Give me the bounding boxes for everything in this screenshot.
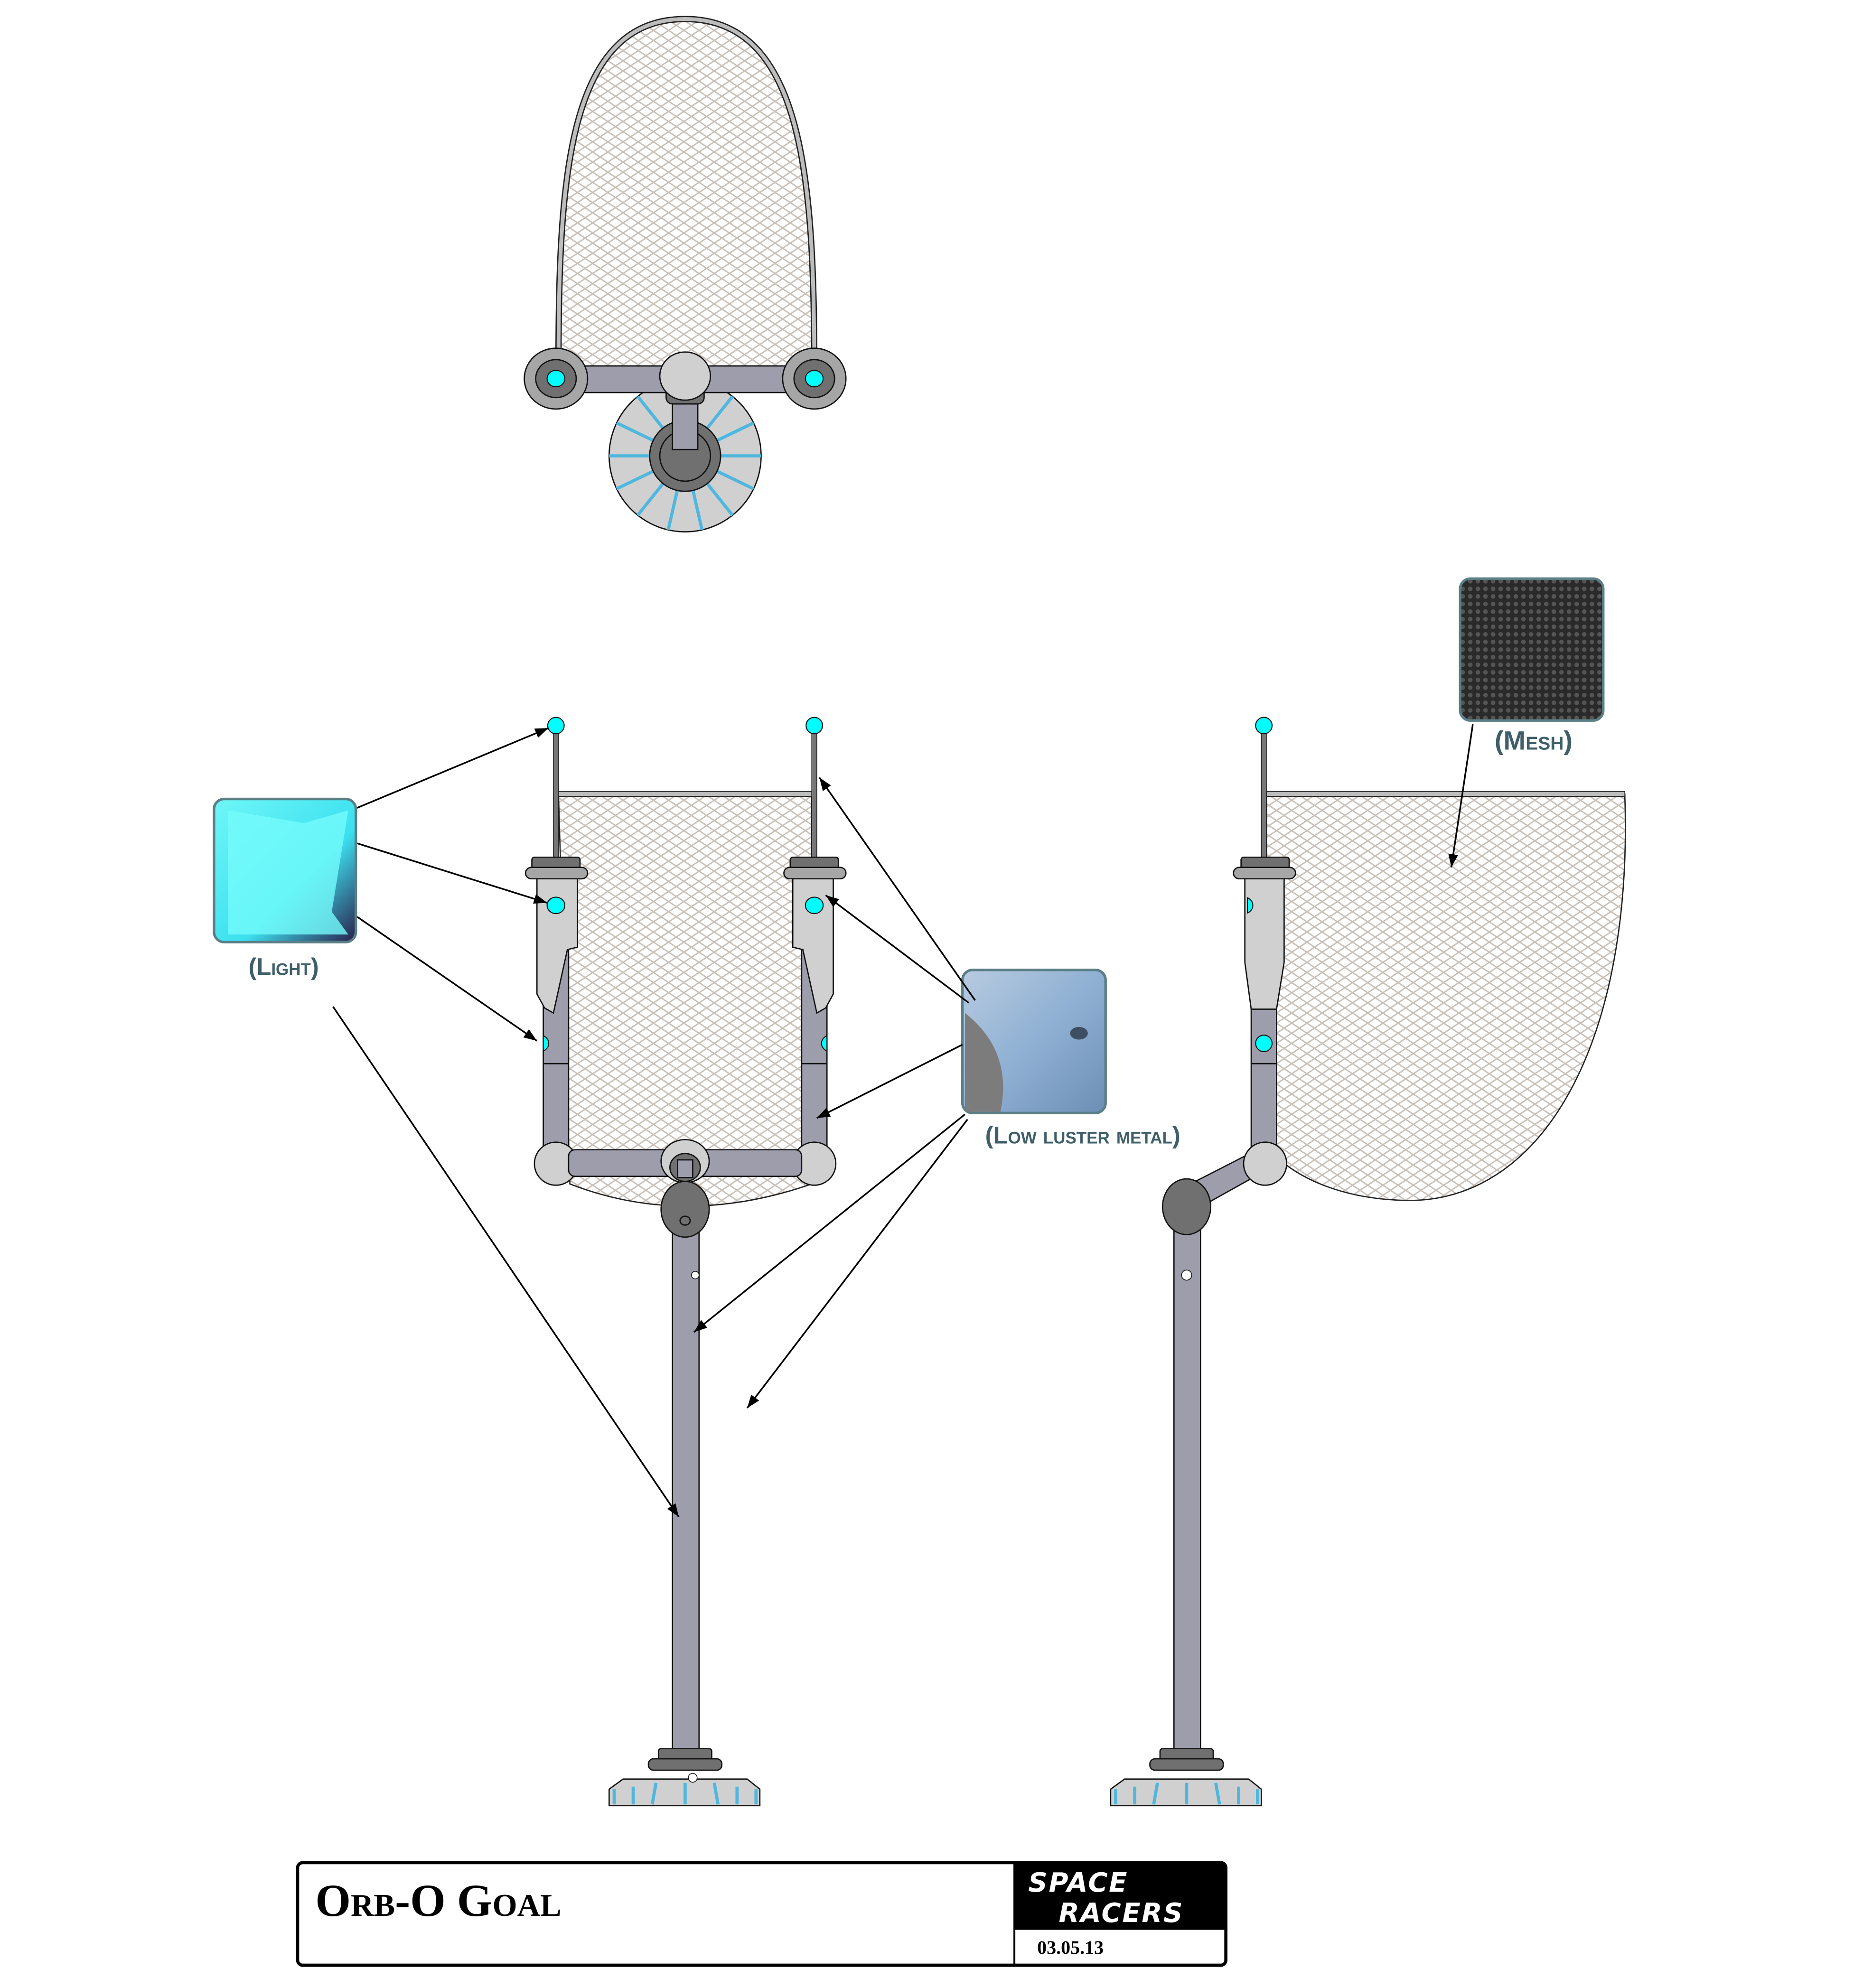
top-view-right-ring — [782, 347, 847, 410]
front-ball-joint — [660, 1181, 710, 1238]
disc-spoke — [616, 421, 654, 442]
light-icon — [546, 370, 566, 388]
metal-swatch: (Low luster metal) — [961, 969, 1180, 1148]
disc-spoke — [706, 482, 734, 516]
logo-line2: RACERS — [1058, 1898, 1184, 1929]
front-left-post — [524, 857, 589, 1159]
disc-spoke — [616, 469, 654, 491]
metal-label: (Low luster metal) — [985, 1121, 1180, 1148]
side-base — [1110, 1748, 1262, 1807]
light-swatch: (Light) — [213, 797, 357, 980]
front-pole — [672, 1221, 700, 1755]
top-view — [524, 16, 847, 532]
top-view-left-ring — [524, 347, 589, 410]
front-view — [524, 717, 847, 1807]
light-label: (Light) — [248, 953, 318, 980]
light-icon — [547, 717, 565, 735]
drawing-title: Orb-O Goal — [315, 1875, 561, 1926]
disc-spoke — [716, 469, 755, 491]
space-racers-logo — [1014, 1862, 1226, 1930]
side-view-net — [1265, 793, 1626, 1201]
disc-spoke — [666, 490, 679, 531]
side-elbow-joint — [1243, 1141, 1288, 1186]
front-base — [608, 1748, 761, 1807]
top-view-cap — [659, 351, 712, 401]
light-icon — [1255, 717, 1273, 735]
logo-line1: SPACE — [1028, 1867, 1128, 1898]
light-icon — [1255, 1035, 1273, 1052]
light-icon — [805, 370, 824, 388]
side-ball-joint — [1161, 1178, 1211, 1235]
mesh-label: (Mesh) — [1495, 726, 1573, 756]
callout-arrows — [332, 724, 1474, 1518]
side-view — [1110, 717, 1626, 1807]
disc-spoke — [636, 395, 665, 429]
disc-spoke — [691, 490, 704, 531]
mesh-swatch: (Mesh) — [1459, 577, 1605, 756]
light-icon — [546, 896, 566, 915]
title-block: SPACE RACERS Orb-O Goal 03.05.13 — [296, 1861, 1227, 1967]
light-icon — [805, 717, 823, 735]
side-pole — [1173, 1221, 1201, 1755]
disc-spoke — [716, 421, 755, 442]
light-icon — [805, 896, 824, 915]
disc-spoke — [706, 395, 734, 429]
disc-spoke — [636, 482, 665, 516]
drawing-date: 03.05.13 — [1037, 1937, 1104, 1958]
